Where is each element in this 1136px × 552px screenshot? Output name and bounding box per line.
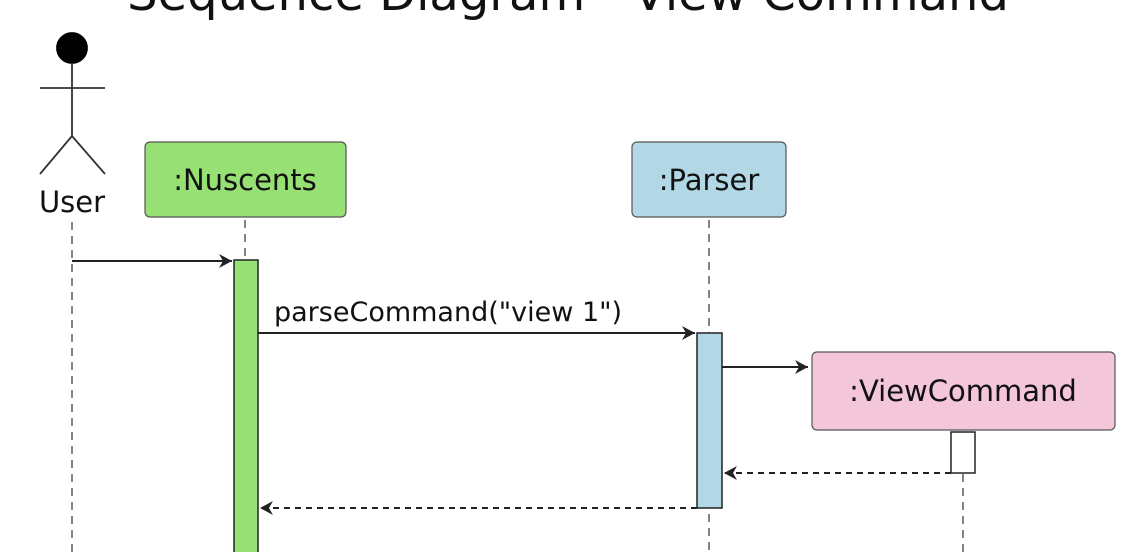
user-actor-label: User <box>39 185 105 219</box>
activation-nuscents <box>233 259 259 552</box>
message-parsecommand-label: parseCommand("view 1") <box>274 297 622 328</box>
participant-parser-box <box>631 141 787 218</box>
activation-parser <box>696 332 723 509</box>
activation-viewcommand <box>950 431 976 474</box>
participant-viewcommand-label: :ViewCommand <box>849 374 1077 408</box>
participant-viewcommand-box <box>811 351 1116 431</box>
participant-nuscents-box <box>144 141 347 218</box>
diagram-title: Sequence Diagram - View Command <box>127 0 1009 22</box>
participant-parser-label: :Parser <box>659 163 760 197</box>
participant-nuscents-label: :Nuscents <box>173 163 317 197</box>
user-actor-icon <box>39 32 106 175</box>
